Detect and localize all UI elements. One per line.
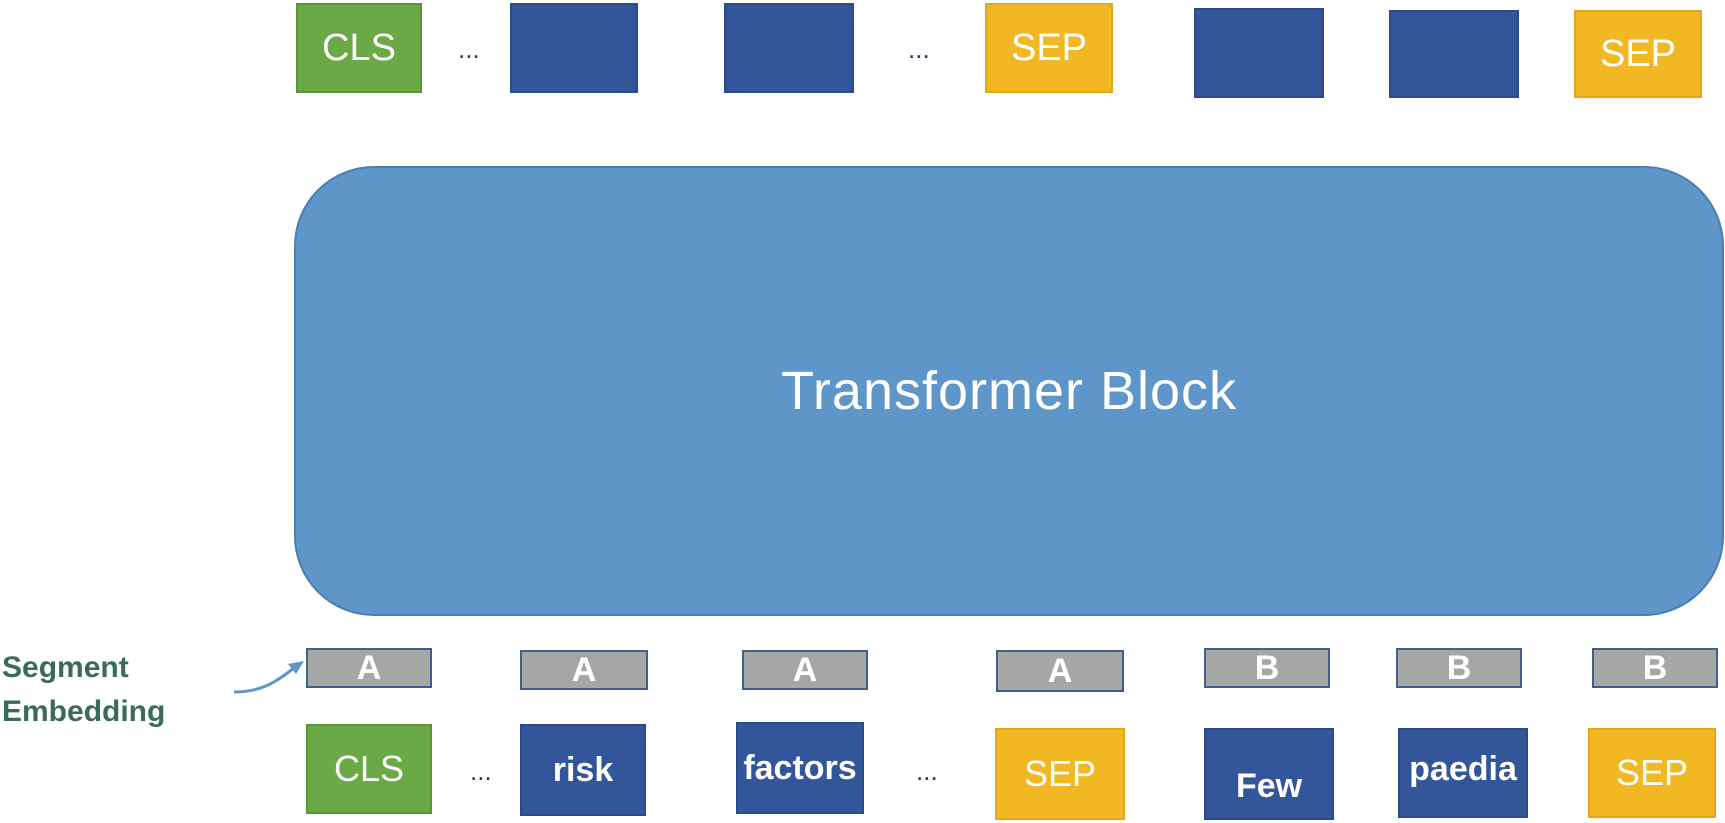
segment-letter-2: A: [571, 650, 597, 689]
segment-box-6: B: [1396, 648, 1522, 688]
bottom-sep-label-1: SEP: [1023, 753, 1097, 794]
top-token-3: [1194, 8, 1324, 98]
segment-box-7: B: [1592, 648, 1718, 688]
segment-box-5: B: [1204, 648, 1330, 688]
bottom-sep-token-2: SEP: [1588, 728, 1716, 818]
bottom-dots-right: ...: [916, 756, 938, 786]
bottom-token-few: Few: [1204, 728, 1334, 820]
bottom-paedia-label: paedia: [1409, 750, 1517, 788]
segment-embedding-label-line2: Embedding: [2, 695, 166, 728]
top-dots-left: ...: [458, 34, 480, 64]
segment-letter-3: A: [792, 650, 818, 689]
top-cls-label: CLS: [322, 26, 396, 69]
segment-arrow-icon: [233, 661, 304, 694]
bottom-cls-label: CLS: [333, 748, 405, 789]
segment-box-3: A: [742, 650, 868, 690]
segment-letter-1: A: [356, 648, 382, 687]
transformer-block-label: Transformer Block: [780, 361, 1238, 421]
bottom-dots-left: ...: [470, 756, 492, 786]
bottom-sep-label-2: SEP: [1615, 752, 1689, 793]
segment-box-2: A: [520, 650, 648, 690]
segment-letter-7: B: [1642, 648, 1668, 687]
bottom-few-label: Few: [1235, 767, 1303, 805]
top-dots-right: ...: [908, 34, 930, 64]
top-cls-token: CLS: [296, 3, 422, 93]
segment-embedding-label: Segment Embedding: [2, 646, 165, 734]
top-sep-token-1: SEP: [985, 3, 1113, 93]
top-token-1: [510, 3, 638, 93]
top-sep-label-1: SEP: [1010, 26, 1088, 69]
segment-letter-5: B: [1254, 648, 1280, 687]
segment-box-4: A: [996, 650, 1124, 692]
bottom-token-factors: factors: [736, 722, 864, 814]
bottom-risk-label: risk: [552, 750, 614, 789]
bottom-token-paedia: paedia: [1398, 728, 1528, 818]
top-sep-token-2: SEP: [1574, 10, 1702, 98]
top-token-2: [724, 3, 854, 93]
bottom-cls-token: CLS: [306, 724, 432, 814]
top-sep-label-2: SEP: [1599, 32, 1677, 75]
segment-box-1: A: [306, 648, 432, 688]
segment-letter-6: B: [1446, 648, 1472, 687]
transformer-block: Transformer Block: [294, 166, 1724, 616]
segment-letter-4: A: [1047, 651, 1073, 690]
bottom-token-risk: risk: [520, 724, 646, 816]
top-token-4: [1389, 10, 1519, 98]
segment-embedding-label-line1: Segment: [2, 651, 129, 684]
bottom-sep-token-1: SEP: [995, 728, 1125, 820]
bottom-factors-label: factors: [743, 748, 857, 787]
